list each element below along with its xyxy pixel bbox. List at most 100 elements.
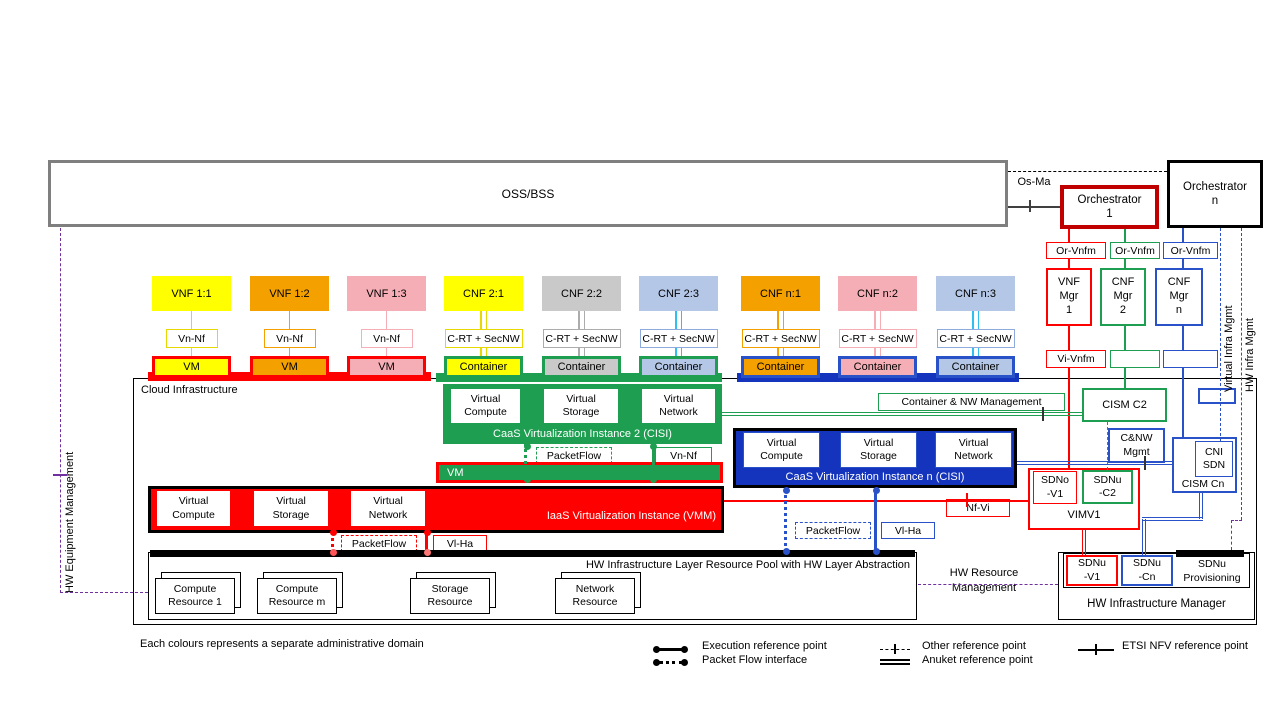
cism-cn-label: CISM Cn bbox=[1181, 478, 1225, 490]
cismc2-sdnuc2-dashed bbox=[1107, 422, 1108, 470]
caas2-packetflow-line bbox=[524, 444, 527, 481]
resource-box-2: Storage Resource bbox=[410, 578, 490, 614]
nf-unit-5: Container bbox=[639, 356, 718, 378]
caasn-virtual-storage: Virtual Storage bbox=[840, 432, 917, 468]
vimv1-label: VIMV1 bbox=[1067, 509, 1101, 521]
hw-manager-inner-box bbox=[1063, 553, 1250, 588]
hw-infra-mgmt-label: HW Infra Mgmt bbox=[1244, 318, 1256, 392]
endpoint-dot-3 bbox=[649, 475, 657, 483]
endpoint-dot-10 bbox=[872, 486, 880, 494]
legend-execution-dot-b bbox=[681, 646, 688, 653]
endpoint-dot-2 bbox=[649, 442, 657, 450]
or-vnfm-box-2: Or-Vnfm bbox=[1163, 242, 1218, 259]
iaas-virtual-compute: Virtual Compute bbox=[156, 490, 231, 527]
nf-unit-2: VM bbox=[347, 356, 426, 378]
endpoint-dot-0 bbox=[523, 442, 531, 450]
sdnu-v1-box: SDNu -V1 bbox=[1066, 555, 1118, 586]
hw-infra-elbow-v bbox=[1231, 520, 1232, 550]
vimv1-sdnuv1-double bbox=[1082, 530, 1086, 555]
sdno-v1-box: SDNo -V1 bbox=[1033, 471, 1077, 504]
caas2-virtual-compute: Virtual Compute bbox=[450, 388, 521, 424]
nf-manager-box-1: CNF Mgr 2 bbox=[1100, 268, 1146, 326]
legend-anuket-marker bbox=[880, 659, 910, 665]
nf-interface-3: C-RT + SecNW bbox=[444, 329, 523, 348]
nf-unit-3: Container bbox=[444, 356, 523, 378]
caas2-vn-nf-label: Vn-Nf bbox=[655, 447, 712, 464]
nf-box-3: CNF 2:1 bbox=[444, 276, 523, 311]
cismcn-sdnucn-double-v2 bbox=[1142, 519, 1146, 555]
endpoint-dot-5 bbox=[329, 548, 337, 556]
legend-execution-marker bbox=[657, 648, 685, 651]
legend-etsi-tick bbox=[1095, 644, 1097, 655]
ref-cismc2-link bbox=[1124, 368, 1126, 388]
nf-interface-1: Vn-Nf bbox=[263, 329, 316, 348]
nf-manager-box-2: CNF Mgr n bbox=[1155, 268, 1203, 326]
cnfmgr2-ref-link bbox=[1124, 326, 1126, 350]
nf-interface-4: C-RT + SecNW bbox=[542, 329, 621, 348]
nf-box-2: VNF 1:3 bbox=[347, 276, 426, 311]
os-ma-tick bbox=[1029, 200, 1031, 212]
caasn-vl-ha-label: Vl-Ha bbox=[881, 522, 935, 539]
endpoint-dot-1 bbox=[523, 475, 531, 483]
caasn-packetflow-line bbox=[784, 488, 787, 552]
endpoint-dot-9 bbox=[782, 547, 790, 555]
cismcn-sdnucn-double-h bbox=[1142, 517, 1203, 521]
legend-label-execution: Execution reference point bbox=[702, 640, 827, 652]
caas2-cismc2-tick bbox=[1042, 407, 1044, 421]
endpoint-dot-6 bbox=[423, 528, 431, 536]
ref-cismcn-link bbox=[1182, 368, 1184, 437]
legend-packetflow-dot-a bbox=[653, 659, 660, 666]
iaas-virtual-storage: Virtual Storage bbox=[253, 490, 329, 527]
legend-execution-dot-a bbox=[653, 646, 660, 653]
endpoint-dot-7 bbox=[423, 548, 431, 556]
caas2-virtual-storage: Virtual Storage bbox=[543, 388, 619, 424]
nf-interface-6: C-RT + SecNW bbox=[741, 329, 820, 348]
vm-bar-label: VM bbox=[447, 466, 464, 479]
nf-interface-7: C-RT + SecNW bbox=[838, 329, 917, 348]
legend-other-tick bbox=[894, 644, 896, 654]
cismcn-sdnucn-double-v1 bbox=[1199, 493, 1203, 519]
sdnu-c2-box: SDNu -C2 bbox=[1082, 470, 1133, 504]
vnfmgr-vivnfm-link bbox=[1068, 326, 1070, 350]
nf-box-0: VNF 1:1 bbox=[152, 276, 231, 311]
sdnu-provisioning-bar bbox=[1176, 550, 1244, 557]
vi-vnfm-box-2 bbox=[1163, 350, 1218, 368]
nf-interface-0: Vn-Nf bbox=[165, 329, 218, 348]
sdnu-cn-box: SDNu -Cn bbox=[1121, 555, 1173, 586]
legend-label-anuket: Anuket reference point bbox=[922, 654, 1033, 666]
cloud-infrastructure-label: Cloud Infrastructure bbox=[141, 384, 238, 396]
hw-infra-elbow-h bbox=[1231, 520, 1242, 521]
nf-interface-5: C-RT + SecNW bbox=[639, 329, 718, 348]
orchestrator-1-box: Orchestrator 1 bbox=[1060, 185, 1159, 229]
iaas-vlha-line bbox=[425, 531, 428, 553]
legend-label-other: Other reference point bbox=[922, 640, 1026, 652]
legend-packetflow-marker bbox=[659, 661, 683, 664]
caas2-cismc2-anuket bbox=[722, 412, 1082, 416]
resource-box-3: Network Resource bbox=[555, 578, 635, 614]
nf-interface-8: C-RT + SecNW bbox=[936, 329, 1015, 348]
orch1-vnfmgr-link-2 bbox=[1068, 259, 1070, 268]
nf-interface-2: Vn-Nf bbox=[360, 329, 413, 348]
hw-resource-mgmt-label: HW Resource Management bbox=[949, 567, 1019, 594]
endpoint-dot-4 bbox=[329, 528, 337, 536]
vm-bar: VM bbox=[436, 462, 723, 483]
nf-box-8: CNF n:3 bbox=[936, 276, 1015, 311]
legend-label-etsi: ETSI NFV reference point bbox=[1122, 640, 1248, 652]
nf-unit-4: Container bbox=[542, 356, 621, 378]
iaas-virtual-network: Virtual Network bbox=[350, 490, 426, 527]
virtual-infra-mgmt-label: Virtual Infra Mgmt bbox=[1223, 305, 1235, 392]
iaas-vl-ha-label: Vl-Ha bbox=[433, 535, 487, 552]
nf-box-1: VNF 1:2 bbox=[250, 276, 329, 311]
caasn-virtual-compute: Virtual Compute bbox=[743, 432, 820, 468]
endpoint-dot-8 bbox=[782, 486, 790, 494]
orch1-cnfmgr2-link-2 bbox=[1124, 259, 1126, 268]
caas2-title: CaaS Virtualization Instance 2 (CISI) bbox=[493, 428, 672, 440]
hw-infra-line-v bbox=[1241, 228, 1242, 520]
iaas-title: IaaS Virtualization Instance (VMM) bbox=[546, 510, 716, 522]
hw-equipment-mgmt-label: HW Equipment Management bbox=[64, 451, 76, 593]
nf-vi-label: Nf-Vi bbox=[946, 499, 1010, 517]
nf-box-6: CNF n:1 bbox=[741, 276, 820, 311]
vi-vnfm-box-1 bbox=[1110, 350, 1160, 368]
cni-sdn-box: CNI SDN bbox=[1195, 441, 1233, 477]
nf-unit-7: Container bbox=[838, 356, 917, 378]
